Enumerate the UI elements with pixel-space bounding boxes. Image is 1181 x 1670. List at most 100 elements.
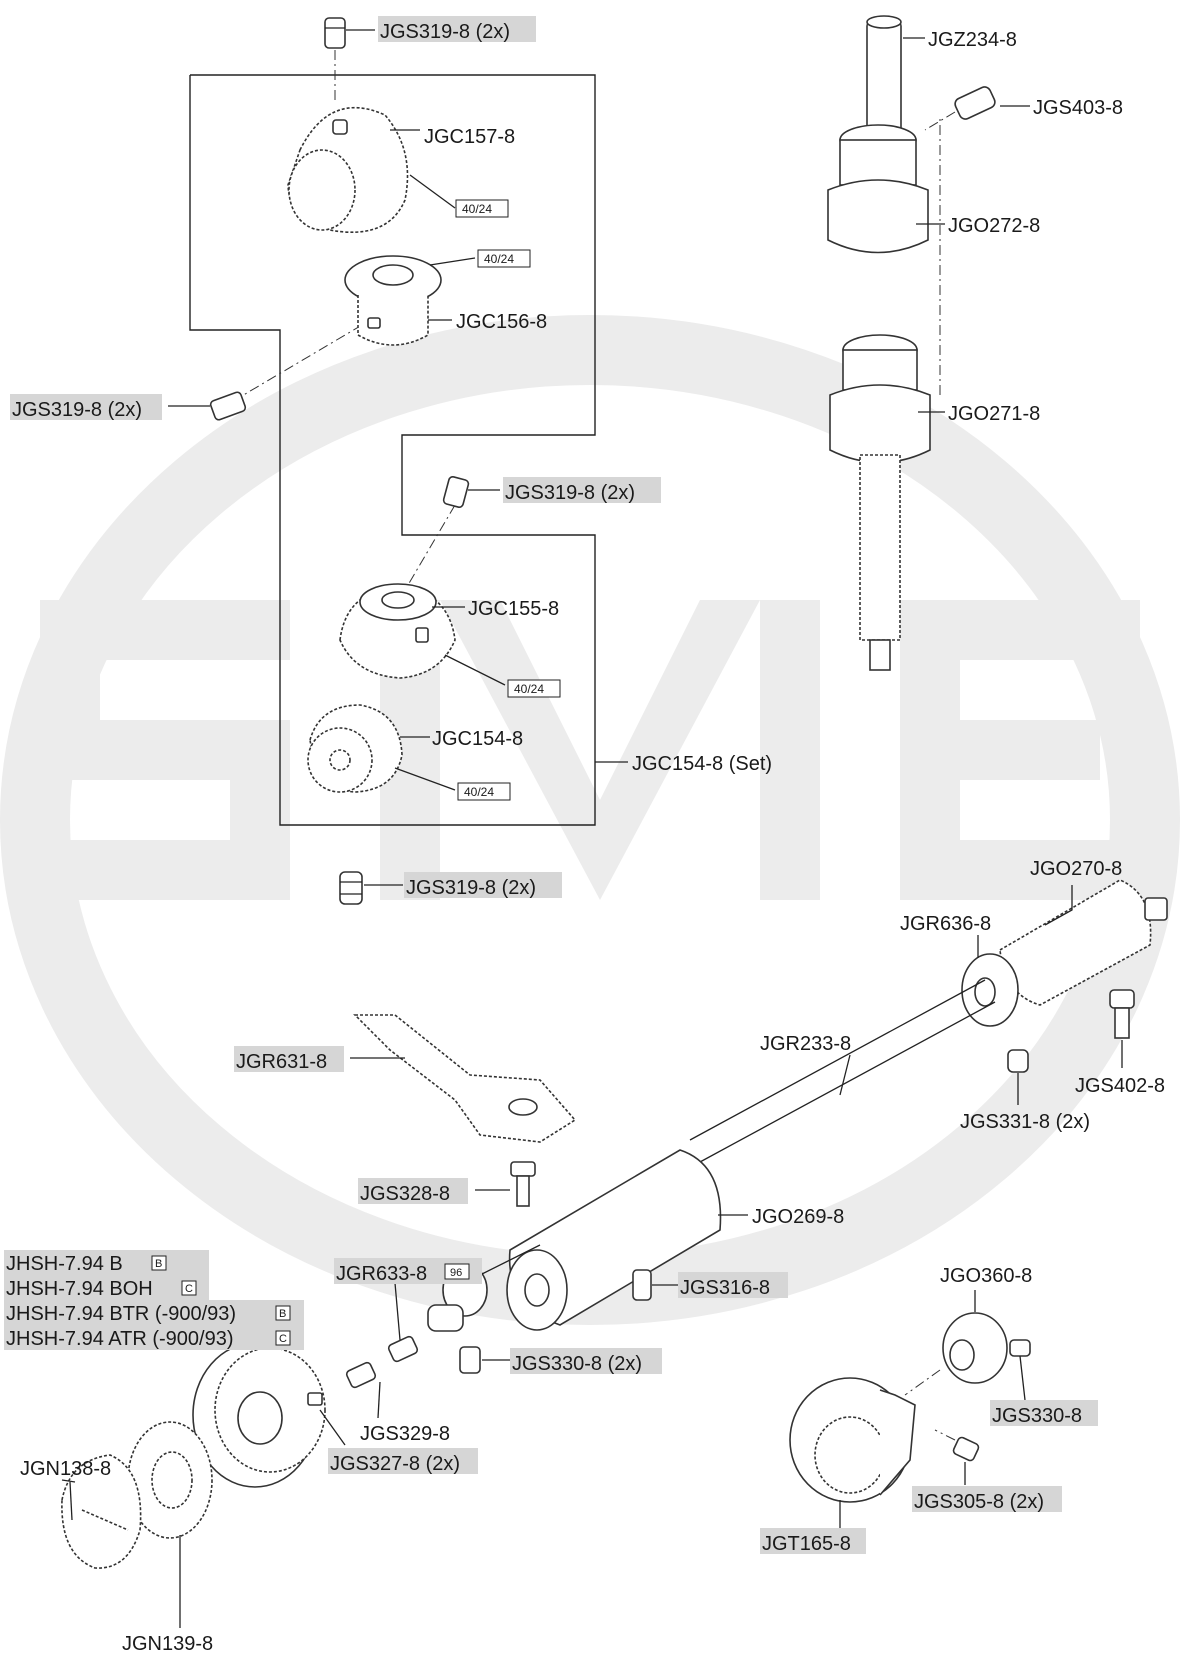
badge-box bbox=[457, 782, 511, 801]
gear-jgc154-drawing bbox=[307, 704, 403, 793]
screw-jgs319-bottom-drawing bbox=[339, 871, 363, 905]
mark-c: C bbox=[279, 1333, 287, 1345]
screw-jgs403-drawing bbox=[924, 86, 996, 131]
hook-jgt165-drawing bbox=[789, 1377, 916, 1503]
label-jgs305[interactable]: JGS305-8 (2x) bbox=[914, 1491, 1044, 1513]
label-highlight bbox=[4, 1275, 209, 1300]
label-highlight bbox=[378, 16, 536, 42]
screw-jgs402-drawing bbox=[1109, 989, 1135, 1039]
mark-b: B bbox=[279, 1308, 286, 1320]
label-highlight bbox=[4, 1250, 209, 1275]
screw-jgs319-mid-drawing bbox=[442, 475, 470, 509]
label-jgo272[interactable]: JGO272-8 bbox=[948, 215, 1040, 237]
label-highlight bbox=[358, 1178, 468, 1204]
label-jgs327[interactable]: JGS327-8 (2x) bbox=[330, 1453, 460, 1475]
leader-lines bbox=[61, 29, 1123, 1628]
label-highlight bbox=[10, 394, 162, 420]
gear-jgc155-drawing bbox=[339, 583, 456, 679]
bracket-jgr631-drawing bbox=[353, 1014, 577, 1143]
mark-96: 96 bbox=[450, 1267, 462, 1279]
label-jgo269[interactable]: JGO269-8 bbox=[752, 1206, 844, 1228]
label-jgs329[interactable]: JGS329-8 bbox=[360, 1423, 450, 1445]
label-jgs402[interactable]: JGS402-8 bbox=[1075, 1075, 1165, 1097]
label-jgr633[interactable]: JGR633-8 bbox=[336, 1263, 427, 1285]
mark-c: C bbox=[185, 1283, 193, 1295]
label-jgt165[interactable]: JGT165-8 bbox=[762, 1533, 851, 1555]
label-jgs331[interactable]: JGS331-8 (2x) bbox=[960, 1111, 1090, 1133]
label-highlight bbox=[4, 1300, 304, 1325]
badge-box bbox=[477, 249, 531, 268]
label-jgr233[interactable]: JGR233-8 bbox=[760, 1033, 851, 1055]
label-jgn139[interactable]: JGN139-8 bbox=[122, 1633, 213, 1655]
screw-jgs319-top-drawing bbox=[324, 17, 346, 49]
label-highlight bbox=[404, 872, 562, 898]
screw-jgs319-left-drawing bbox=[209, 391, 247, 421]
badge-jgc155-ratio: 40/24 bbox=[514, 682, 544, 696]
bobbin-case-jgn138-drawing bbox=[61, 1454, 142, 1569]
shaft-lower-drawing bbox=[859, 454, 901, 671]
set-frame bbox=[189, 74, 596, 826]
badge-jgc156-ratio: 40/24 bbox=[484, 252, 514, 266]
label-jgo360[interactable]: JGO360-8 bbox=[940, 1265, 1032, 1287]
label-jgs330-2x[interactable]: JGS330-8 (2x) bbox=[512, 1353, 642, 1375]
shaft-jgr233-drawing bbox=[689, 979, 996, 1163]
label-highlight bbox=[328, 1448, 478, 1474]
label-jhsh-atr[interactable]: JHSH-7.94 ATR (-900/93) bbox=[6, 1328, 234, 1350]
label-jgr636[interactable]: JGR636-8 bbox=[900, 913, 991, 935]
bobbin-jgn139-drawing bbox=[127, 1421, 213, 1539]
screw-jgs330-2x-drawing bbox=[459, 1346, 481, 1374]
label-jgo270[interactable]: JGO270-8 bbox=[1030, 858, 1122, 880]
screw-jgs316-drawing bbox=[632, 1269, 652, 1301]
badge-box bbox=[507, 679, 561, 698]
label-jgn138[interactable]: JGN138-8 bbox=[20, 1458, 111, 1480]
label-jgs319-bottom[interactable]: JGS319-8 (2x) bbox=[406, 877, 536, 899]
label-highlight bbox=[912, 1486, 1062, 1512]
label-highlight bbox=[510, 1348, 662, 1374]
label-jgc155[interactable]: JGC155-8 bbox=[468, 598, 559, 620]
label-jgs316[interactable]: JGS316-8 bbox=[680, 1277, 770, 1299]
axis-line bbox=[234, 324, 363, 401]
label-jgs330[interactable]: JGS330-8 bbox=[992, 1405, 1082, 1427]
label-highlight bbox=[990, 1400, 1098, 1426]
label-jgs319-top[interactable]: JGS319-8 (2x) bbox=[380, 21, 510, 43]
mark-box bbox=[444, 1263, 470, 1280]
label-jgo271[interactable]: JGO271-8 bbox=[948, 403, 1040, 425]
housing-jgo269-drawing bbox=[506, 1149, 722, 1331]
badge-box bbox=[455, 199, 509, 218]
label-jgc154-set[interactable]: JGC154-8 (Set) bbox=[632, 753, 772, 775]
label-highlight bbox=[503, 477, 661, 503]
collar-jgo272-drawing bbox=[827, 124, 929, 254]
mark-box bbox=[275, 1305, 291, 1321]
mark-box bbox=[275, 1330, 291, 1346]
label-jgs328[interactable]: JGS328-8 bbox=[360, 1183, 450, 1205]
gear-jgc156-drawing bbox=[344, 255, 442, 346]
label-jgs319-mid[interactable]: JGS319-8 (2x) bbox=[505, 482, 635, 504]
label-jhsh-btr[interactable]: JHSH-7.94 BTR (-900/93) bbox=[6, 1303, 236, 1325]
label-jgc156[interactable]: JGC156-8 bbox=[456, 311, 547, 333]
bushing-jgr636-drawing bbox=[961, 953, 1019, 1027]
label-jgc157[interactable]: JGC157-8 bbox=[424, 126, 515, 148]
label-jgs403[interactable]: JGS403-8 bbox=[1033, 97, 1123, 119]
label-highlight bbox=[234, 1046, 344, 1072]
hook-body-jhsh-drawing bbox=[192, 1342, 326, 1488]
label-highlight bbox=[678, 1272, 788, 1298]
label-jhsh-b[interactable]: JHSH-7.94 B bbox=[6, 1253, 123, 1275]
pin-jgs329-drawing bbox=[345, 1335, 419, 1389]
label-jgr631[interactable]: JGR631-8 bbox=[236, 1051, 327, 1073]
label-jgc154[interactable]: JGC154-8 bbox=[432, 728, 523, 750]
label-jhsh-boh[interactable]: JHSH-7.94 BOH bbox=[6, 1278, 153, 1300]
screw-jgs305-drawing bbox=[934, 1429, 980, 1462]
screw-jgs331-drawing bbox=[1007, 1049, 1029, 1073]
screw-jgs330-drawing bbox=[1009, 1339, 1031, 1357]
collar-jgo271-drawing bbox=[829, 334, 931, 464]
mark-box bbox=[151, 1255, 167, 1271]
screw-jgs328-drawing bbox=[510, 1161, 536, 1207]
label-jgs319-left[interactable]: JGS319-8 (2x) bbox=[12, 399, 142, 421]
label-jgz234[interactable]: JGZ234-8 bbox=[928, 29, 1017, 51]
hub-jgo360-drawing bbox=[904, 1312, 1008, 1396]
label-highlight bbox=[760, 1528, 866, 1554]
label-highlight bbox=[4, 1325, 304, 1350]
mark-box bbox=[181, 1280, 197, 1296]
